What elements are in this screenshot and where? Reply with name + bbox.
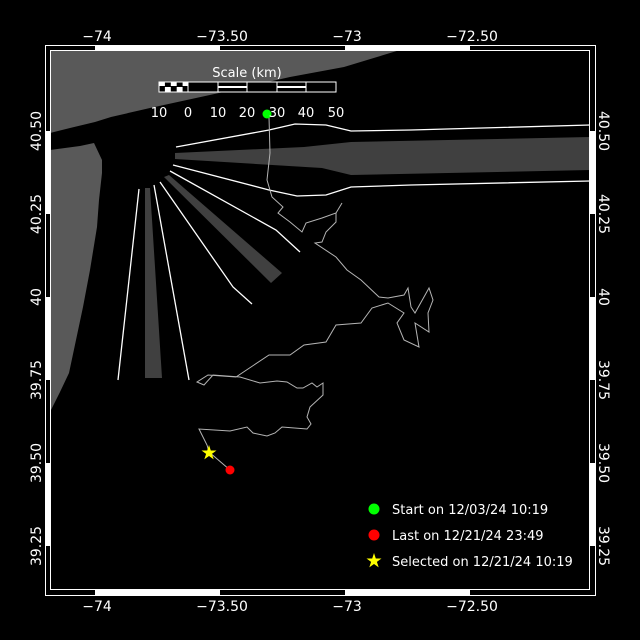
scale-check — [176, 87, 183, 92]
latitude-label-left: 39.75 — [29, 360, 45, 400]
red-dot-icon — [368, 529, 380, 541]
frame-segment-left-0 — [46, 131, 50, 214]
scale-stripe — [277, 86, 306, 88]
coverage-wedge-southeast — [164, 175, 282, 283]
longitude-label-bottom: −74 — [82, 599, 112, 615]
coverage-wedge-east — [175, 137, 590, 175]
coverage-boundary-line-6 — [153, 184, 190, 381]
coverage-boundary-line-5 — [117, 188, 140, 381]
land-new-jersey — [50, 143, 102, 412]
latitude-label-right: 40.25 — [595, 194, 611, 234]
selected-position-star — [201, 445, 217, 460]
latitude-label-left: 39.25 — [29, 526, 45, 566]
frame-segment-left-2 — [46, 463, 50, 546]
legend: Start on 12/03/24 10:19 Last on 12/21/24… — [366, 503, 573, 570]
longitude-label-top: −73.50 — [196, 29, 248, 45]
longitude-label-top: −73 — [332, 29, 362, 45]
latitude-labels: 40.50 40.50 40.25 40.25 40 40 39.75 39.75 39.50 3… — [29, 111, 611, 566]
radar-coverage-layer — [117, 123, 591, 381]
longitude-label-top: −74 — [82, 29, 112, 45]
latitude-label-left: 40.25 — [29, 194, 45, 234]
latitude-label-left: 39.50 — [29, 443, 45, 483]
scale-label: 0 — [184, 106, 192, 121]
coverage-boundary-line-2 — [172, 164, 591, 197]
legend-item-last: Last on 12/21/24 23:49 — [368, 529, 544, 544]
latitude-label-right: 40.50 — [595, 111, 611, 151]
frame-segment-right-2 — [590, 463, 595, 546]
scale-check — [159, 82, 165, 86]
latitude-label-right: 39.25 — [595, 526, 611, 566]
scale-stripe — [218, 86, 247, 88]
scale-bar: Scale (km) 10 0 10 20 30 40 50 — [151, 66, 345, 121]
map-frame — [45, 45, 596, 596]
coverage-boundary-line-3 — [169, 170, 301, 253]
longitude-label-bottom: −73.50 — [196, 599, 248, 615]
yellow-star-icon — [366, 553, 382, 568]
longitude-label-top: −72.50 — [446, 29, 498, 45]
glider-track-line — [195, 113, 434, 471]
legend-start-label: Start on 12/03/24 10:19 — [392, 503, 548, 518]
frame-segment-top-1 — [345, 46, 470, 50]
coverage-wedge-south — [145, 188, 162, 378]
scale-label: 50 — [328, 106, 345, 121]
latitude-label-left: 40.50 — [29, 111, 45, 151]
frame-outer — [45, 45, 596, 596]
last-position-marker — [225, 465, 235, 475]
coverage-boundary-line-4 — [159, 181, 253, 305]
scale-check — [182, 82, 189, 86]
scale-label: 20 — [239, 106, 256, 121]
scale-check — [164, 87, 171, 92]
frame-segment-right-0 — [590, 131, 595, 214]
start-position-marker — [262, 109, 272, 119]
green-dot-icon — [368, 503, 380, 515]
scale-bar-title: Scale (km) — [212, 66, 281, 81]
frame-segment-left-1 — [46, 297, 50, 380]
legend-last-label: Last on 12/21/24 23:49 — [392, 529, 544, 544]
latitude-label-right: 39.75 — [595, 360, 611, 400]
frame-segment-bottom-0 — [95, 590, 220, 595]
longitude-labels: −74 −74 −73.50 −73.50 −73 −73 −72.50 −72.50 — [82, 29, 498, 615]
scale-label: 10 — [210, 106, 227, 121]
legend-selected-label: Selected on 12/21/24 10:19 — [392, 555, 573, 570]
latitude-label-right: 40 — [595, 288, 611, 306]
scale-check — [170, 82, 177, 86]
frame-segment-top-0 — [95, 46, 220, 50]
latitude-label-left: 40 — [29, 288, 45, 306]
latitude-label-right: 39.50 — [595, 443, 611, 483]
legend-item-start: Start on 12/03/24 10:19 — [368, 503, 548, 518]
frame-segment-bottom-1 — [345, 590, 470, 595]
scale-label: 30 — [269, 106, 286, 121]
legend-item-selected: Selected on 12/21/24 10:19 — [366, 553, 573, 570]
frame-inner — [50, 50, 590, 590]
scale-label: 40 — [298, 106, 315, 121]
track-layer — [195, 109, 434, 475]
longitude-label-bottom: −73 — [332, 599, 362, 615]
scale-label: 10 — [151, 106, 168, 121]
longitude-label-bottom: −72.50 — [446, 599, 498, 615]
frame-segment-right-1 — [590, 297, 595, 380]
